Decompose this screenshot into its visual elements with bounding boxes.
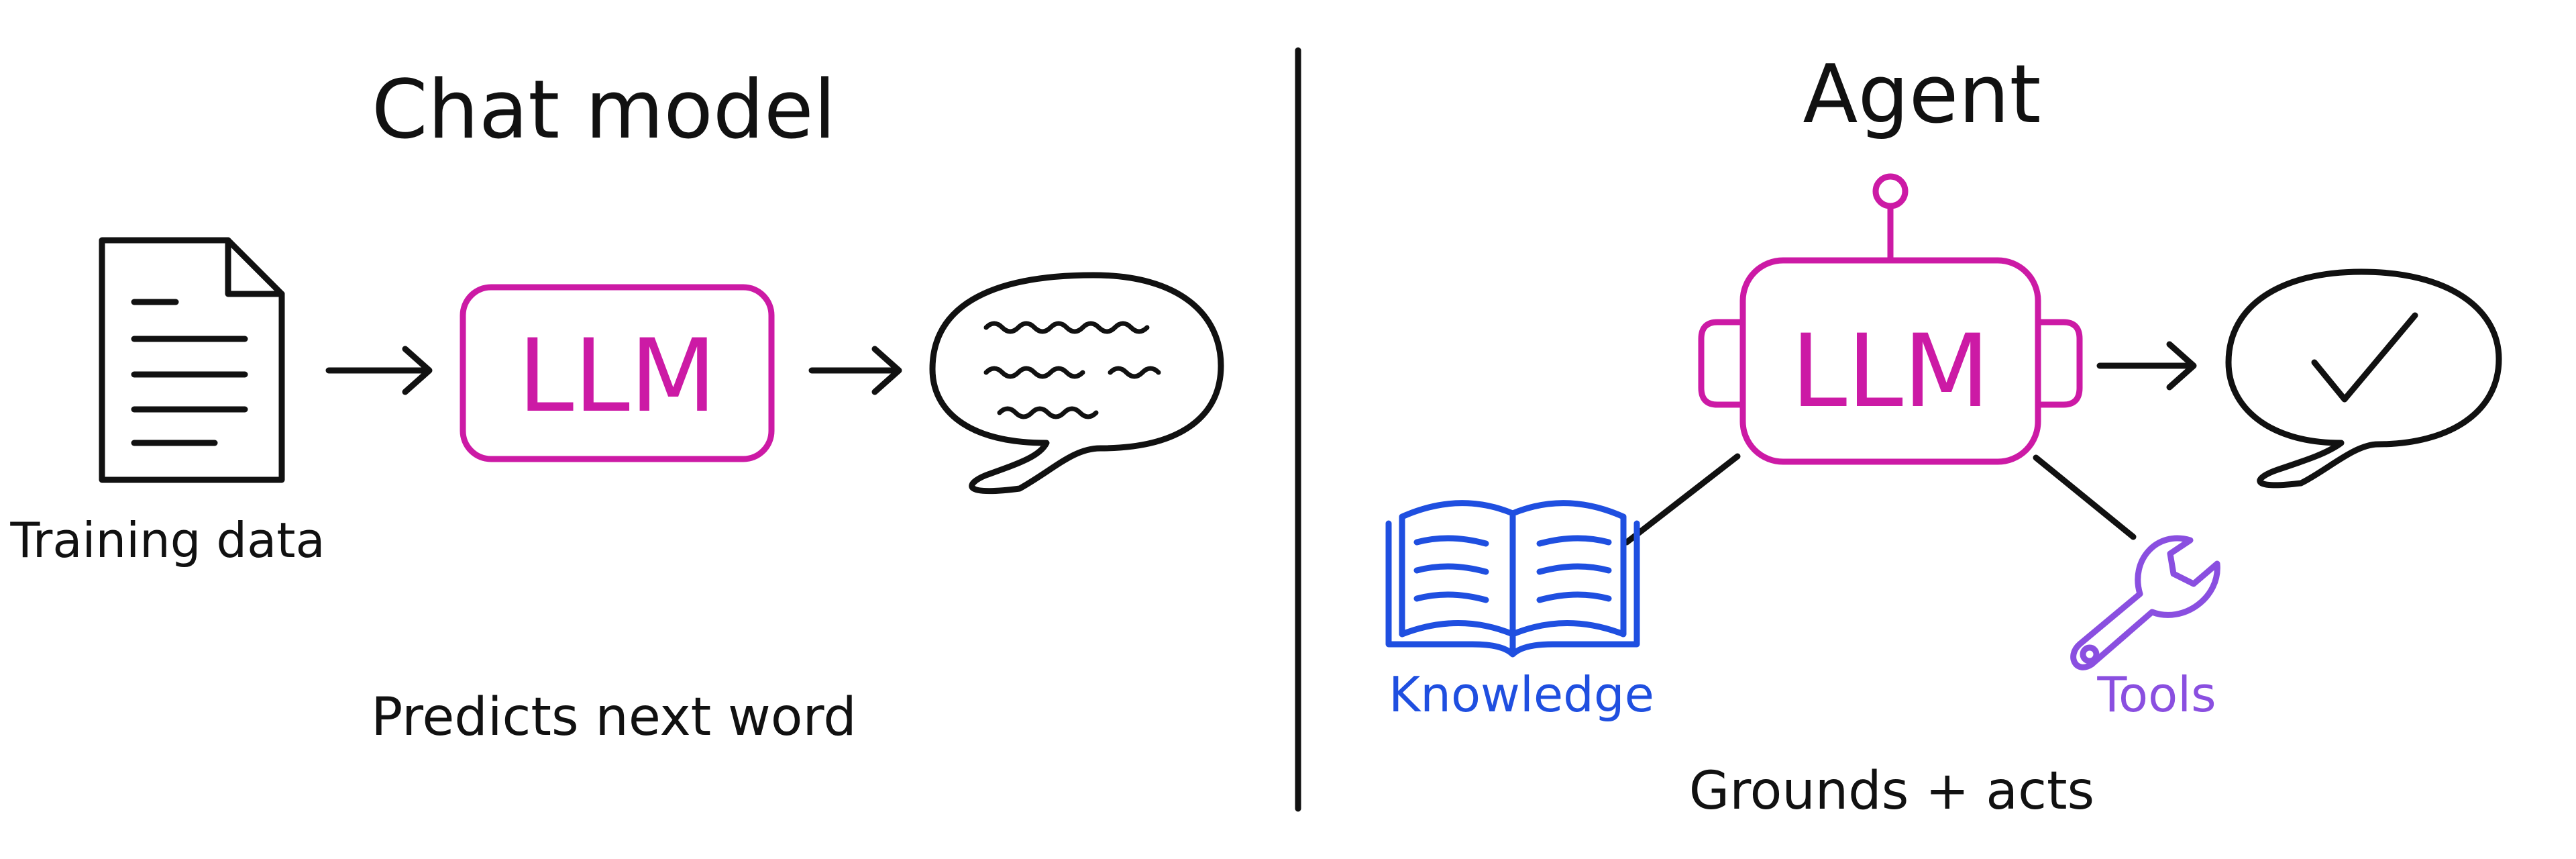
wrench-icon — [2070, 535, 2220, 670]
llm-label-left: LLM — [518, 318, 717, 435]
checkmark-bubble-icon — [2225, 268, 2502, 489]
knowledge-connector — [1623, 453, 1741, 546]
speech-bubble-icon — [929, 272, 1224, 495]
robot-icon: LLM — [1698, 173, 2083, 465]
tools-connector — [2033, 454, 2137, 540]
tools-label: Tools — [2096, 666, 2216, 723]
right-panel-title: Agent — [1803, 48, 2041, 142]
llm-label-right: LLM — [1791, 313, 1990, 430]
open-book-icon — [1385, 500, 1640, 658]
left-panel-title: Chat model — [372, 64, 836, 157]
right-caption: Grounds + acts — [1689, 761, 2094, 821]
arrow-right-icon — [325, 346, 433, 395]
llm-box: LLM — [460, 284, 775, 462]
left-panel: Chat model Training data LLM — [9, 64, 1224, 748]
arrow-right-icon-3 — [2096, 341, 2197, 391]
right-panel: Agent LLM — [1385, 48, 2502, 821]
knowledge-label: Knowledge — [1389, 666, 1654, 723]
document-icon — [99, 237, 285, 483]
left-caption: Predicts next word — [371, 687, 856, 748]
training-data-label: Training data — [9, 512, 325, 568]
arrow-right-icon-2 — [808, 346, 902, 395]
